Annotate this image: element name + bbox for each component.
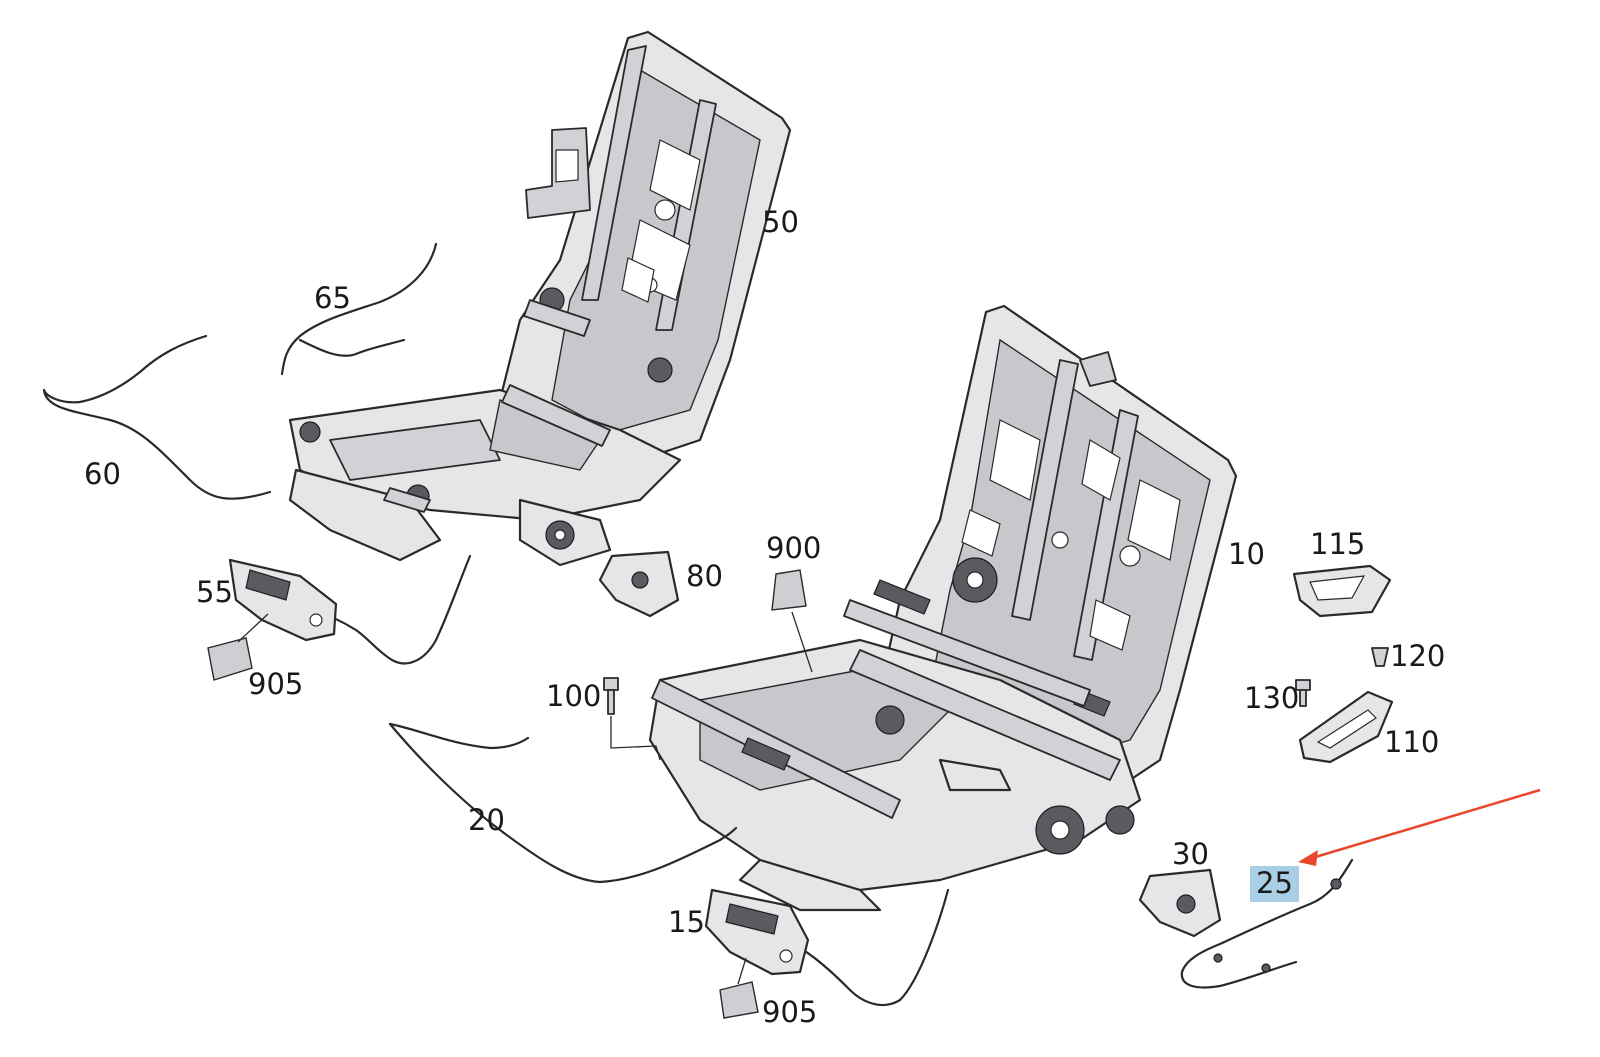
cable-25 <box>1180 858 1354 989</box>
callout-15: 15 <box>668 905 705 939</box>
latch-55 <box>207 558 338 681</box>
label-900 <box>771 569 813 673</box>
callout-120: 120 <box>1390 639 1446 673</box>
bracket-30 <box>1138 868 1222 938</box>
bracket-80 <box>598 550 680 618</box>
left-seat-frame <box>288 30 792 567</box>
callout-10: 10 <box>1228 537 1265 571</box>
latch-15 <box>704 888 810 1019</box>
callout-65: 65 <box>314 281 351 315</box>
right-seat-frame <box>648 304 1238 912</box>
handle-110 <box>1298 690 1394 764</box>
callout-905-left: 905 <box>248 667 304 701</box>
callout-905-right: 905 <box>762 995 818 1029</box>
callout-900: 900 <box>766 531 822 565</box>
cable-60 <box>42 334 272 500</box>
cable-20 <box>388 722 738 884</box>
callout-115: 115 <box>1310 527 1366 561</box>
trim-115 <box>1292 564 1392 618</box>
callout-100: 100 <box>546 679 602 713</box>
callout-25-highlighted: 25 <box>1250 866 1299 902</box>
screw-130 <box>1295 679 1311 707</box>
callout-55: 55 <box>196 575 233 609</box>
clip-120 <box>1371 647 1389 667</box>
callout-80: 80 <box>686 559 723 593</box>
callout-110: 110 <box>1384 725 1440 759</box>
bolt-100 <box>603 677 661 761</box>
callout-130: 130 <box>1244 681 1300 715</box>
cable-15 <box>798 888 950 1007</box>
cable-65 <box>280 242 438 376</box>
callout-50: 50 <box>762 205 799 239</box>
cable-55-rear <box>310 554 472 665</box>
callout-30: 30 <box>1172 837 1209 871</box>
callout-60: 60 <box>84 457 121 491</box>
callout-20: 20 <box>468 803 505 837</box>
pointer-arrow <box>1298 788 1541 866</box>
